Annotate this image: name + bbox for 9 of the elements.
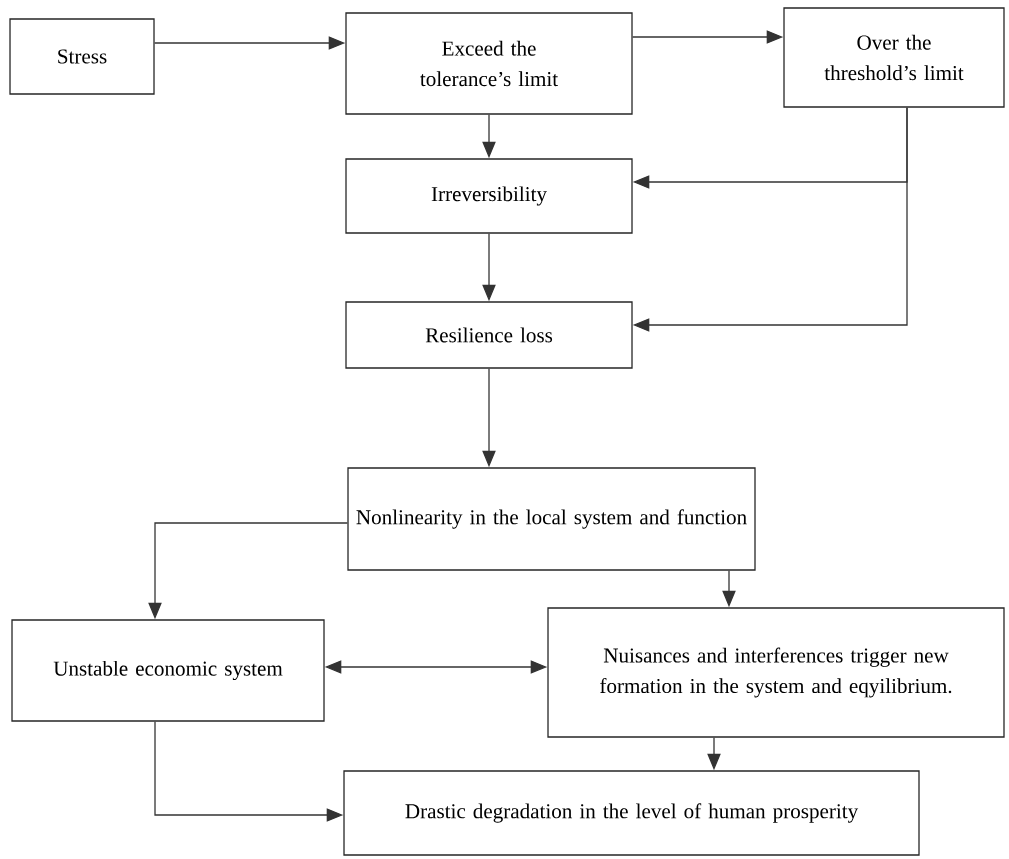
- process-box: Resilience loss: [345, 301, 633, 369]
- process-box: Stress: [9, 18, 155, 95]
- process-box: Irreversibility: [345, 158, 633, 234]
- process-box: Unstable economic system: [11, 619, 325, 722]
- process-box: Drastic degradation in the level of human prosperity: [343, 770, 920, 856]
- process-box: Nuisances and interferences trigger new formation in the system and eqyilibrium.: [547, 607, 1005, 738]
- process-box: Exceed the tolerance’s limit: [345, 12, 633, 115]
- process-box: Nonlinearity in the local system and function: [347, 467, 756, 571]
- process-box: Over the threshold’s limit: [783, 7, 1005, 108]
